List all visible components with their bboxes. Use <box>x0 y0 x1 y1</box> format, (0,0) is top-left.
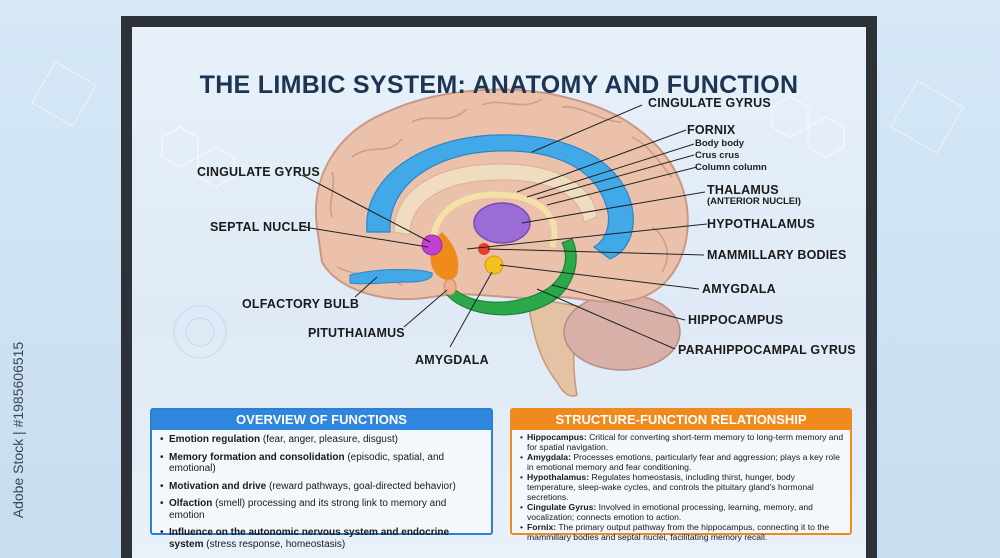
fornix-shape <box>429 191 558 250</box>
label-cingulate-gyrus-right: CINGULATE GYRUS <box>648 96 771 110</box>
hippocampus-shape <box>446 238 577 316</box>
label-hippocampus: HIPPOCAMPUS <box>688 313 784 327</box>
structure-function-heading: STRUCTURE-FUNCTION RELATIONSHIP <box>512 410 850 430</box>
label-amygdala-right: AMYGDALA <box>702 282 776 296</box>
structure-function-box: STRUCTURE-FUNCTION RELATIONSHIP Hippocam… <box>510 408 852 542</box>
page-title: THE LIMBIC SYSTEM: ANATOMY AND FUNCTION <box>199 71 799 99</box>
thalamus-shape <box>473 202 531 244</box>
septal-nuclei-shape <box>421 234 443 256</box>
label-hypothalamus: HYPOTHALAMUS <box>707 217 815 231</box>
label-amygdala-left: AMYGDALA <box>415 353 489 367</box>
label-pituthaiamus: PITUTHAIAMUS <box>308 326 405 340</box>
structure-function-list: Hippocampus: Critical for converting sho… <box>512 432 850 543</box>
label-septal-nuclei: SEPTAL NUCLEI <box>210 220 311 234</box>
cingulate-gyrus-shape <box>366 134 634 260</box>
list-item: Hippocampus: Critical for converting sho… <box>520 432 844 452</box>
list-item: Amygdala: Processes emotions, particular… <box>520 452 844 472</box>
mammillary-body-shape <box>478 243 490 255</box>
label-olfactory-bulb: OLFACTORY BULB <box>242 297 360 311</box>
list-item: Olfaction (smell) processing and its str… <box>160 498 483 521</box>
overview-box: OVERVIEW OF FUNCTIONS Emotion regulation… <box>150 408 493 550</box>
overview-heading: OVERVIEW OF FUNCTIONS <box>152 410 491 430</box>
list-item: Memory formation and consolidation (epis… <box>160 452 483 475</box>
label-fornix-body: Body body <box>695 138 745 149</box>
label-thalamus: THALAMUS <box>707 183 779 197</box>
label-fornix-column: Column column <box>695 162 767 173</box>
list-item: Hypothalamus: Regulates homeostasis, inc… <box>520 473 844 502</box>
brain-diagram <box>161 88 845 397</box>
pituitary-shape <box>443 278 457 296</box>
label-fornix: FORNIX <box>687 123 736 137</box>
overview-list: Emotion regulation (fear, anger, pleasur… <box>152 434 491 550</box>
list-item: Cingulate Gyrus: Involved in emotional p… <box>520 502 844 522</box>
molecule-decoration <box>161 96 845 359</box>
label-fornix-crus: Crus crus <box>695 150 740 161</box>
list-item: Motivation and drive (reward pathways, g… <box>160 481 483 493</box>
label-cingulate-gyrus-left: CINGULATE GYRUS <box>197 165 320 179</box>
cerebellum <box>563 293 681 371</box>
list-item: Influence on the autonomic nervous syste… <box>160 527 483 550</box>
list-item: Fornix: The primary output pathway from … <box>520 523 844 542</box>
label-parahippocampal-gyrus: PARAHIPPOCAMPAL GYRUS <box>678 343 856 357</box>
stock-watermark: Adobe Stock | #1985606515 <box>10 341 26 519</box>
list-item: Emotion regulation (fear, anger, pleasur… <box>160 434 483 446</box>
label-mammillary-bodies: MAMMILLARY BODIES <box>707 248 847 262</box>
leader-lines <box>301 104 708 350</box>
label-thalamus-sub: (ANTERIOR NUCLEI) <box>707 196 801 207</box>
